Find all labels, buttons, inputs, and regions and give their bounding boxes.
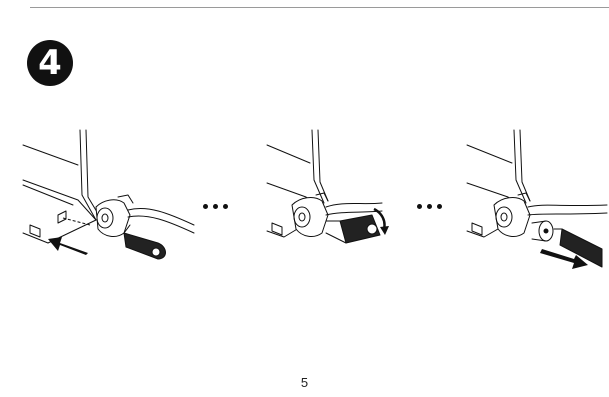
step-number-badge: 4	[27, 40, 73, 86]
lock-remove-key-arrow-icon	[462, 125, 609, 269]
lock-insert-arrow-icon	[18, 125, 196, 275]
top-divider	[30, 7, 609, 8]
sequence-ellipsis	[203, 204, 228, 209]
page-number: 5	[300, 375, 309, 390]
lock-turn-key-icon	[262, 125, 389, 275]
sequence-ellipsis	[417, 204, 442, 209]
